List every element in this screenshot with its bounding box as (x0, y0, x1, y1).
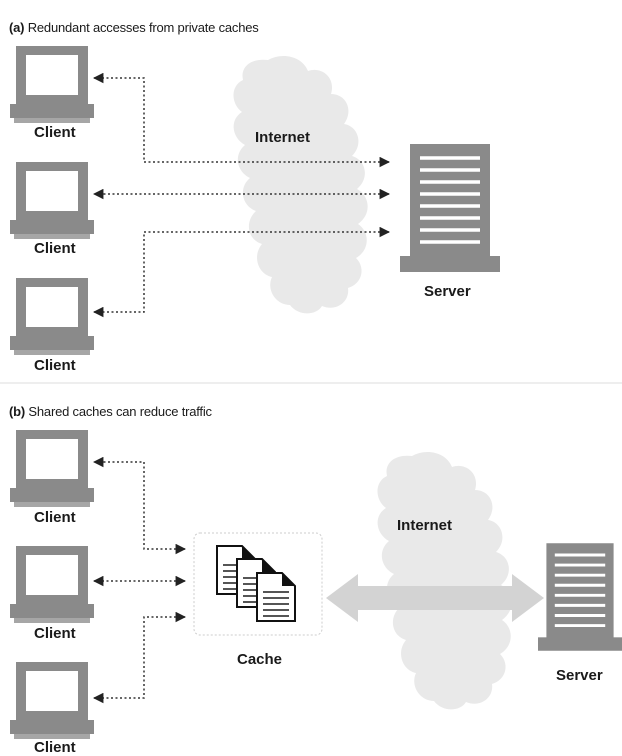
client-monitor-icon-b2 (10, 546, 94, 623)
client-label-a3: Client (34, 357, 76, 374)
panel-a-title: (a) Redundant accesses from private cach… (9, 20, 259, 35)
request-arrow-a1 (92, 72, 391, 168)
panel-b-title-text: Shared caches can reduce traffic (28, 404, 212, 419)
internet-label-a: Internet (255, 129, 310, 146)
panel-b-title: (b) Shared caches can reduce traffic (9, 404, 212, 419)
client-label-a2: Client (34, 240, 76, 257)
panel-divider (0, 382, 622, 384)
client-label-b1: Client (34, 509, 76, 526)
client-label-a1: Client (34, 124, 76, 141)
internet-label-b: Internet (397, 517, 452, 534)
server-label-b: Server (556, 667, 603, 684)
request-arrow-a3 (92, 226, 391, 318)
client-monitor-icon-b1 (10, 430, 94, 507)
server-label-a: Server (424, 283, 471, 300)
shared-traffic-double-arrow (326, 574, 544, 622)
panel-a-title-text: Redundant accesses from private caches (27, 20, 259, 35)
client-monitor-icon-a2 (10, 162, 94, 239)
cache-label: Cache (237, 651, 282, 668)
client-monitor-icon-b3 (10, 662, 94, 739)
internet-cloud-b (377, 451, 512, 710)
server-rack-icon-b (538, 541, 622, 653)
internet-cloud-a (233, 55, 368, 314)
cache-arrow-b1 (92, 456, 187, 555)
client-monitor-icon-a1 (10, 46, 94, 123)
client-label-b2: Client (34, 625, 76, 642)
client-monitor-icon-a3 (10, 278, 94, 355)
panel-b-tag: (b) (9, 404, 25, 419)
panel-a-tag: (a) (9, 20, 25, 35)
client-label-b3: Client (34, 739, 76, 756)
cache-arrow-b3 (92, 611, 187, 704)
server-rack-icon-a (400, 144, 500, 272)
